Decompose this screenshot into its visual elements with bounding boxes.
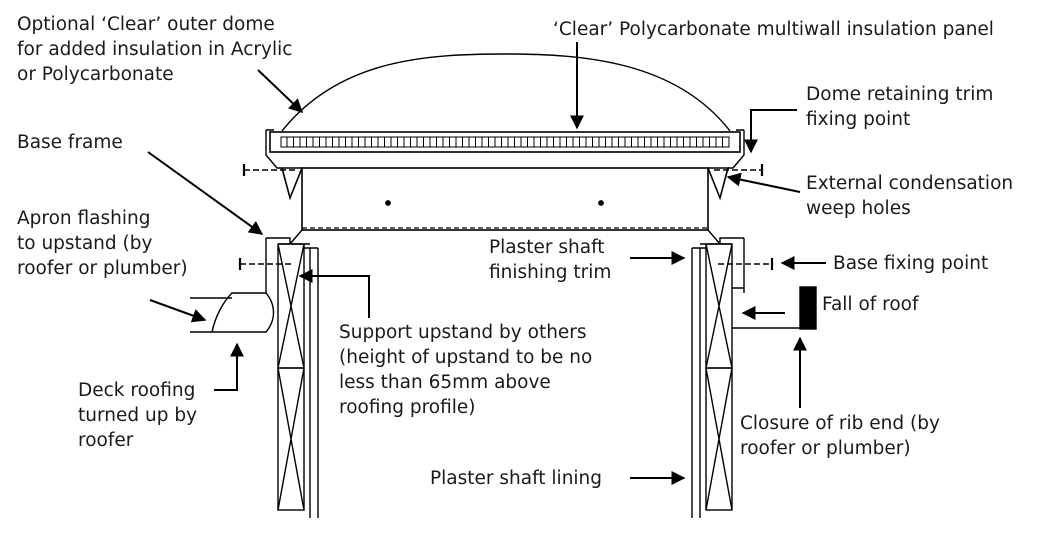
arrow-condensation: [726, 172, 801, 193]
right-trim-bracket: [728, 129, 745, 169]
multiwall-panel: [269, 131, 741, 153]
label-apron-flashing: Apron flashing to upstand (by roofer or …: [17, 208, 188, 279]
weep-hole: [598, 200, 604, 206]
label-multiwall-panel: ‘Clear’ Polycarbonate multiwall insulati…: [553, 19, 994, 40]
left-trim-bracket: [265, 129, 282, 169]
right-support-upstand: [691, 229, 745, 518]
arrow-dome-trim: [744, 109, 797, 154]
label-plaster-shaft-lining: Plaster shaft lining: [430, 468, 603, 489]
roof-line-right: [732, 287, 800, 329]
label-dome-trim-fixing: Dome retaining trim fixing point: [806, 84, 994, 130]
arrow-deck-roofing: [214, 342, 244, 391]
outer-dome: [281, 53, 731, 132]
closure-block: [799, 286, 817, 330]
label-outer-dome: Optional ‘Clear’ outer dome for added in…: [17, 14, 293, 85]
arrow-support-upstand: [298, 269, 370, 318]
label-base-frame: Base frame: [17, 132, 123, 153]
left-weep-wedge: [280, 167, 304, 201]
left-support-upstand: [265, 229, 319, 518]
arrow-base-frame: [147, 151, 264, 235]
deck-roofing: [190, 297, 232, 333]
label-condensation-weep-holes: External condensation weep holes: [806, 173, 1014, 219]
weep-hole: [385, 200, 391, 206]
label-base-fixing-point: Base fixing point: [833, 253, 989, 274]
base-frame: [301, 167, 709, 231]
label-plaster-shaft-trim: Plaster shaft finishing trim: [489, 237, 612, 283]
label-closure-rib-end: Closure of rib end (by roofer or plumber…: [740, 413, 940, 459]
apron-flashing: [211, 292, 275, 333]
right-weep-wedge: [706, 167, 730, 201]
label-fall-of-roof: Fall of roof: [822, 294, 919, 315]
arrow-apron: [149, 299, 207, 323]
label-deck-roofing: Deck roofing turned up by roofer: [78, 380, 198, 451]
label-support-upstand: Support upstand by others (height of ups…: [339, 322, 593, 418]
arrow-outer-dome: [257, 69, 304, 113]
